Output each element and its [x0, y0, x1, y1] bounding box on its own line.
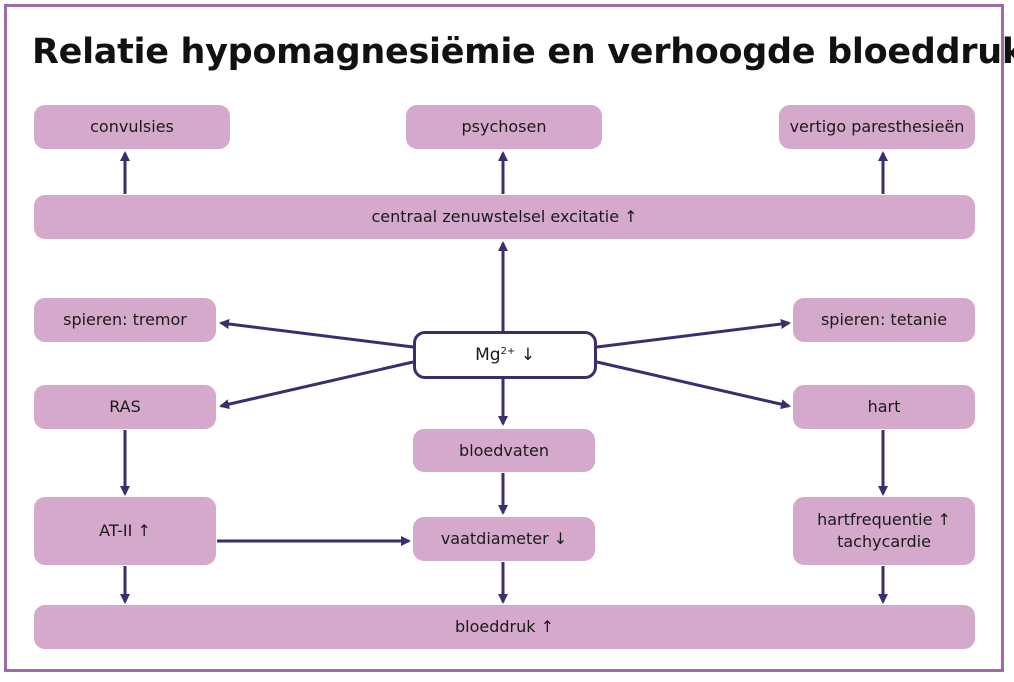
node-bloedvaten-label: bloedvaten [459, 440, 549, 460]
node-hartfrequentie-label: hartfrequentie ↑ [817, 510, 951, 529]
node-ras: RAS [34, 385, 216, 429]
diagram-title: Relatie hypomagnesiëmie en verhoogde blo… [32, 32, 1014, 72]
arrow-mg-to-spieren-tetanie [596, 319, 791, 349]
mg-charge: 2+ [500, 346, 516, 357]
arrow-mg-to-spieren-tremor [219, 319, 414, 349]
node-hart: hart [793, 385, 975, 429]
node-at2: AT-II ↑ [34, 497, 216, 565]
node-bloedvaten: bloedvaten [413, 429, 595, 472]
node-mg-label: Mg2+ ↓ [475, 344, 535, 366]
node-vaatdiameter-label: vaatdiameter ↓ [440, 529, 568, 548]
node-at2-label: AT-II ↑ [99, 521, 151, 540]
arrow-mg-to-hart [596, 360, 791, 410]
node-convulsies-label: convulsies [90, 117, 174, 136]
node-psychosen-label: psychosen [461, 117, 547, 136]
node-czs-excitatie: centraal zenuwstelsel excitatie ↑ [34, 195, 975, 239]
node-psychosen: psychosen [406, 105, 602, 149]
node-bloeddruk: bloeddruk ↑ [34, 605, 975, 649]
node-spieren-tetanie: spieren: tetanie [793, 298, 975, 342]
node-hart-label: hart [867, 397, 901, 416]
node-spieren-tremor: spieren: tremor [34, 298, 216, 342]
node-tachycardie-label: tachycardie [837, 532, 931, 551]
node-hartfrequentie: hartfrequentie ↑ tachycardie [793, 497, 975, 565]
node-spieren-tetanie-label: spieren: tetanie [820, 310, 948, 329]
node-czs-label: centraal zenuwstelsel excitatie ↑ [371, 207, 638, 226]
node-ras-label: RAS [109, 397, 141, 416]
node-vertigo-label: vertigo paresthesieën [789, 117, 965, 136]
mg-symbol: Mg [475, 345, 501, 365]
node-vaatdiameter: vaatdiameter ↓ [413, 517, 595, 561]
node-convulsies: convulsies [34, 105, 230, 149]
node-bloeddruk-label: bloeddruk ↑ [454, 617, 555, 636]
node-mg-central: Mg2+ ↓ [413, 331, 597, 379]
arrow-mg-to-ras [219, 360, 414, 410]
mg-arrow: ↓ [520, 345, 535, 365]
node-vertigo-paresthesieen: vertigo paresthesieën [779, 105, 975, 149]
node-spieren-tremor-label: spieren: tremor [63, 310, 187, 329]
